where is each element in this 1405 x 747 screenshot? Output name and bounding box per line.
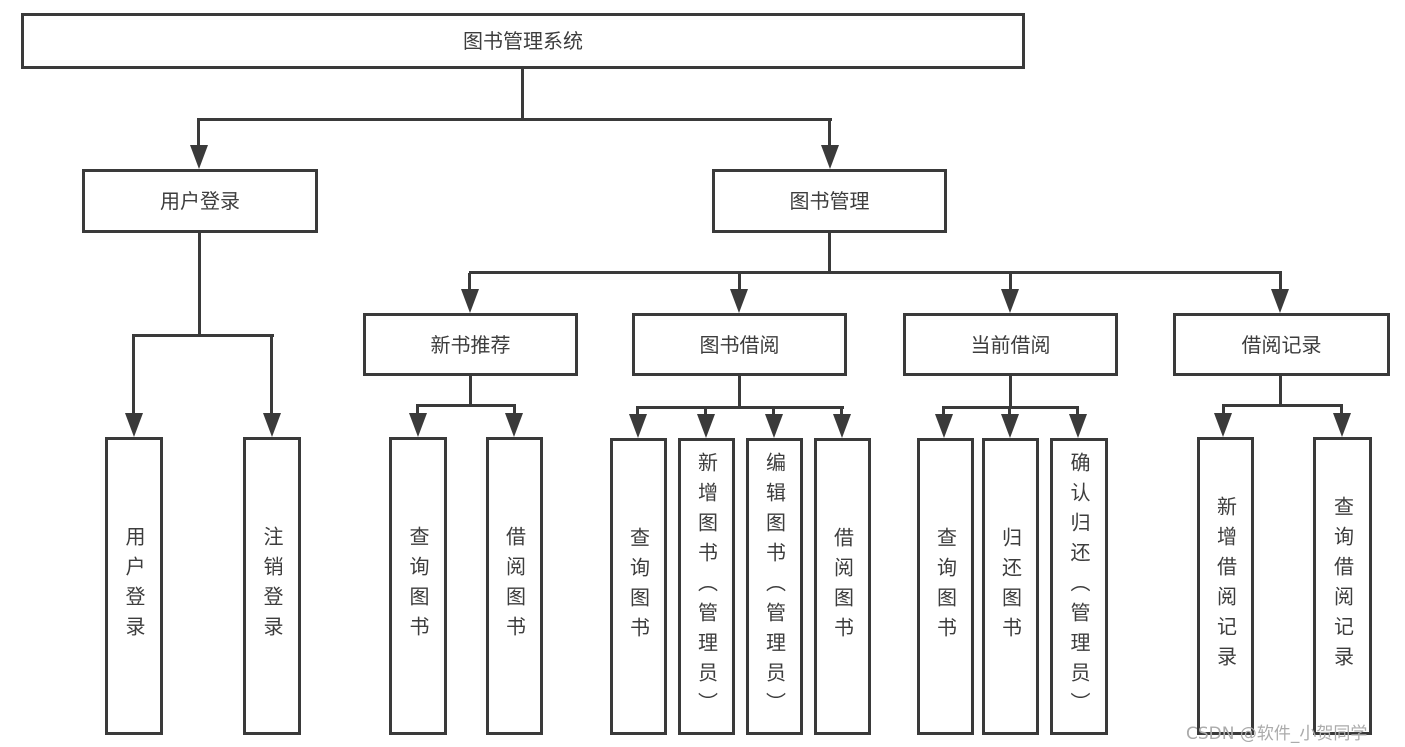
- connector-new-book-split: [416, 404, 516, 407]
- node-book-borrowing-label: 图书借阅: [699, 332, 780, 357]
- connector-current-borrowing-trunk: [1009, 376, 1012, 408]
- arrowhead-down-icon: [1271, 289, 1289, 313]
- leaf-cb-query-books: 查询图书: [917, 438, 974, 735]
- leaf-bb-borrow-books-label: 借阅图书: [830, 526, 855, 647]
- connector-to-leaf-cb-query: [942, 408, 945, 416]
- leaf-br-query-record: 查询借阅记录: [1313, 437, 1372, 735]
- connector-user-login-trunk: [198, 233, 201, 336]
- connector-root-to-book-management: [828, 120, 831, 148]
- node-borrowing-records-label: 借阅记录: [1241, 332, 1322, 357]
- connector-borrowing-records-split: [1222, 404, 1343, 407]
- node-root: 图书管理系统: [21, 13, 1025, 69]
- node-new-book-recommend-label: 新书推荐: [430, 332, 511, 357]
- leaf-bb-edit-books: 编辑图书（管理员）: [746, 438, 803, 735]
- leaf-bb-query-books-label: 查询图书: [626, 526, 651, 647]
- csdn-watermark: CSDN @软件_小贺同学: [1186, 724, 1368, 744]
- connector-to-leaf-br-add: [1222, 406, 1225, 416]
- node-user-login-label: 用户登录: [160, 189, 240, 213]
- connector-to-leaf-cb-return: [1008, 408, 1011, 416]
- arrowhead-down-icon: [1001, 289, 1019, 313]
- connector-to-new-book-recommend: [468, 273, 471, 291]
- leaf-logout-label: 注销登录: [260, 526, 284, 646]
- connector-current-borrowing-split: [942, 406, 1079, 409]
- connector-borrowing-records-trunk: [1279, 376, 1282, 406]
- node-current-borrowing: 当前借阅: [903, 313, 1118, 376]
- arrowhead-down-icon: [821, 145, 839, 169]
- arrowhead-down-icon: [935, 414, 953, 438]
- arrowhead-down-icon: [629, 414, 647, 438]
- node-book-management-label: 图书管理: [789, 189, 870, 213]
- connector-to-leaf-nb-borrow: [513, 406, 516, 416]
- connector-to-borrowing-records: [1279, 273, 1282, 291]
- leaf-user-login-label: 用户登录: [122, 526, 146, 646]
- connector-book-management-split: [469, 271, 1282, 274]
- node-book-borrowing: 图书借阅: [632, 313, 847, 376]
- arrowhead-down-icon: [1333, 413, 1351, 437]
- leaf-cb-return-books: 归还图书: [982, 438, 1039, 735]
- node-book-management: 图书管理: [712, 169, 947, 233]
- leaf-nb-query-books: 查询图书: [389, 437, 447, 735]
- leaf-br-query-record-label: 查询借阅记录: [1330, 496, 1355, 676]
- connector-to-leaf-bb-add: [704, 408, 707, 416]
- leaf-bb-add-books-label: 新增图书（管理员）: [694, 451, 719, 722]
- leaf-cb-query-books-label: 查询图书: [933, 526, 958, 647]
- leaf-br-add-record: 新增借阅记录: [1197, 437, 1254, 735]
- arrowhead-down-icon: [125, 413, 143, 437]
- leaf-logout: 注销登录: [243, 437, 301, 735]
- connector-to-leaf-bb-query: [636, 408, 639, 416]
- connector-to-leaf-logout: [270, 336, 273, 416]
- node-current-borrowing-label: 当前借阅: [970, 332, 1051, 357]
- connector-to-leaf-bb-edit: [772, 408, 775, 416]
- arrowhead-down-icon: [1069, 414, 1087, 438]
- connector-book-management-trunk: [828, 233, 831, 274]
- leaf-cb-return-books-label: 归还图书: [998, 526, 1023, 647]
- arrowhead-down-icon: [1001, 414, 1019, 438]
- leaf-nb-query-books-label: 查询图书: [406, 526, 430, 646]
- leaf-bb-query-books: 查询图书: [610, 438, 667, 735]
- leaf-user-login: 用户登录: [105, 437, 163, 735]
- connector-root-trunk: [521, 67, 524, 120]
- connector-to-leaf-nb-query: [416, 406, 419, 416]
- arrowhead-down-icon: [833, 414, 851, 438]
- arrowhead-down-icon: [409, 413, 427, 437]
- arrowhead-down-icon: [190, 145, 208, 169]
- leaf-bb-add-books: 新增图书（管理员）: [678, 438, 735, 735]
- arrowhead-down-icon: [263, 413, 281, 437]
- arrowhead-down-icon: [765, 414, 783, 438]
- arrowhead-down-icon: [1214, 413, 1232, 437]
- connector-user-login-split: [132, 334, 274, 337]
- connector-to-current-borrowing: [1009, 273, 1012, 291]
- node-borrowing-records: 借阅记录: [1173, 313, 1390, 376]
- arrowhead-down-icon: [461, 289, 479, 313]
- connector-root-split: [197, 118, 832, 121]
- connector-to-leaf-br-query: [1340, 406, 1343, 416]
- leaf-cb-confirm-return: 确认归还（管理员）: [1050, 438, 1108, 735]
- connector-book-borrowing-split: [636, 406, 844, 409]
- connector-root-to-user-login: [197, 120, 200, 148]
- connector-book-borrowing-trunk: [738, 376, 741, 408]
- leaf-nb-borrow-books-label: 借阅图书: [502, 526, 527, 646]
- connector-to-leaf-cb-confirm: [1076, 408, 1079, 416]
- arrowhead-down-icon: [505, 413, 523, 437]
- leaf-cb-confirm-return-label: 确认归还（管理员）: [1067, 451, 1091, 722]
- arrowhead-down-icon: [697, 414, 715, 438]
- connector-to-leaf-user-login: [132, 336, 135, 416]
- node-user-login: 用户登录: [82, 169, 318, 233]
- leaf-bb-edit-books-label: 编辑图书（管理员）: [762, 451, 787, 722]
- leaf-bb-borrow-books: 借阅图书: [814, 438, 871, 735]
- node-root-label: 图书管理系统: [463, 29, 583, 53]
- connector-to-book-borrowing: [738, 273, 741, 291]
- connector-new-book-trunk: [469, 376, 472, 406]
- node-new-book-recommend: 新书推荐: [363, 313, 578, 376]
- arrowhead-down-icon: [730, 289, 748, 313]
- leaf-nb-borrow-books: 借阅图书: [486, 437, 543, 735]
- connector-to-leaf-bb-borrow: [840, 408, 843, 416]
- leaf-br-add-record-label: 新增借阅记录: [1213, 496, 1238, 676]
